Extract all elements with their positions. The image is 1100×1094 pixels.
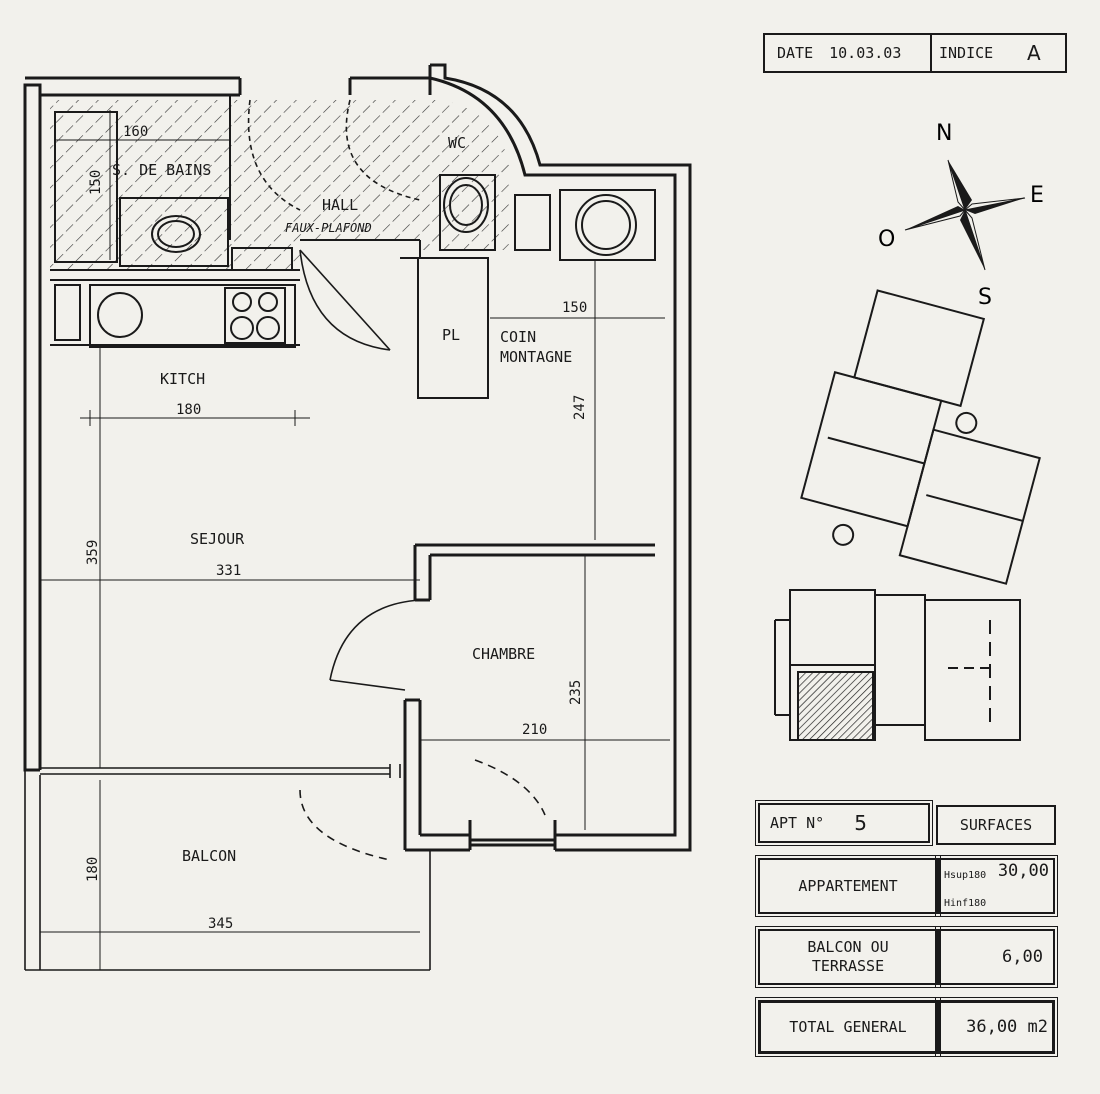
hsup-value: 30,00	[997, 861, 1049, 881]
dim-bath-width: 160	[123, 124, 148, 140]
room-label-sejour: SEJOUR	[190, 530, 245, 548]
hsup-label: Hsup180	[944, 870, 987, 881]
hinf-label: Hinf180	[944, 898, 987, 909]
header-divider	[930, 35, 932, 71]
dim-coin-height: 247	[572, 395, 588, 420]
room-label-montagne: MONTAGNE	[500, 348, 572, 366]
apt-number-box: APT N° 5	[755, 800, 933, 846]
dim-sejour-height: 359	[85, 540, 101, 565]
balcon-value: 6,00	[1002, 946, 1043, 967]
dimension-lines	[40, 110, 670, 970]
dim-kitch-width: 180	[176, 402, 201, 418]
room-label-hall: HALL	[322, 196, 358, 214]
dim-chambre-height: 235	[568, 680, 584, 705]
date-label: DATE	[777, 43, 814, 62]
room-label-coin: COIN	[500, 328, 536, 346]
appartement-label: APPARTEMENT	[798, 876, 898, 895]
balcony-outline	[24, 764, 431, 971]
dim-bath-height: 150	[88, 170, 104, 195]
date-value: 10.03.03	[829, 43, 902, 62]
dim-coin-width: 150	[562, 300, 587, 316]
compass-south: S	[978, 285, 992, 310]
compass-icon: N E S O	[878, 121, 1044, 310]
dim-balcon-width: 345	[208, 916, 233, 932]
room-label-kitch: KITCH	[160, 370, 205, 388]
balcon-value-box: 6,00	[935, 926, 1058, 988]
compass-east: E	[1030, 183, 1044, 208]
dim-chambre-width: 210	[522, 722, 547, 738]
room-label-balcon: BALCON	[182, 847, 236, 865]
building-key-plan	[774, 289, 1041, 741]
balcon-line2: TERRASSE	[811, 957, 885, 975]
dim-sejour-width: 331	[216, 563, 241, 579]
interior-partitions	[50, 95, 656, 399]
room-label-faux-plafond: FAUX-PLAFOND	[285, 221, 372, 235]
dim-balcon-height: 180	[85, 857, 101, 882]
room-label-pl: PL	[442, 326, 460, 344]
apartment-highlight	[797, 671, 874, 741]
balcon-box: BALCON OU TERRASSE	[755, 926, 941, 988]
total-value-box: 36,00 m2	[935, 997, 1058, 1057]
total-label: TOTAL GENERAL	[789, 1017, 907, 1036]
header-box: DATE 10.03.03 INDICE A	[763, 33, 1067, 73]
surfaces-box: SURFACES	[936, 805, 1056, 845]
total-box: TOTAL GENERAL	[755, 997, 941, 1057]
appartement-value-box: Hsup180 30,00 Hinf180	[935, 855, 1058, 917]
chambre-walls	[403, 543, 655, 850]
room-label-chambre: CHAMBRE	[472, 645, 535, 663]
apt-label: APT N°	[770, 813, 825, 832]
room-label-wc: WC	[448, 134, 466, 152]
room-label-bath: S. DE BAINS	[112, 161, 211, 179]
compass-west: O	[878, 227, 895, 252]
compass-north: N	[936, 121, 952, 146]
hatched-zone	[50, 100, 510, 270]
appartement-box: APPARTEMENT	[755, 855, 941, 917]
apt-value: 5	[854, 810, 867, 835]
exterior-walls	[23, 63, 692, 852]
surfaces-label: SURFACES	[959, 815, 1033, 834]
doors	[247, 99, 546, 861]
indice-value: A	[1027, 40, 1041, 65]
total-value: 36,00 m2	[966, 1016, 1048, 1037]
balcon-line1: BALCON OU	[807, 938, 889, 956]
indice-label: INDICE	[939, 43, 994, 62]
